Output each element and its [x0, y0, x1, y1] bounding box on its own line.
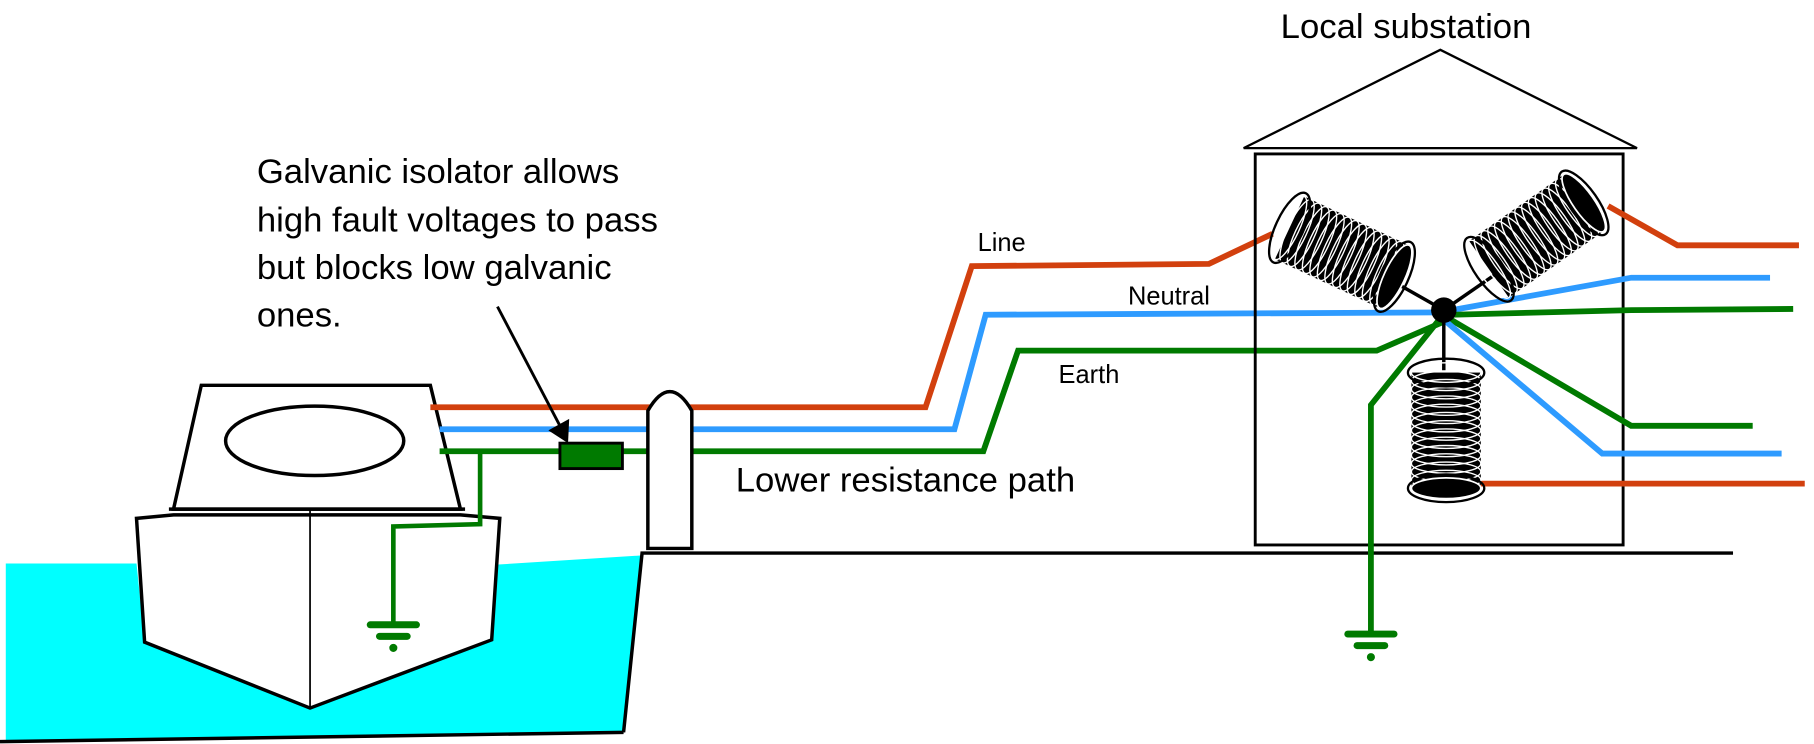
earth-output-wire [1451, 306, 1794, 318]
transformer-coil-icon [1463, 169, 1610, 303]
substation-title: Local substation [1281, 8, 1532, 46]
lower-resistance-path-label: Lower resistance path [736, 462, 1075, 500]
earth-down-wire [1368, 316, 1443, 635]
earth-wire [439, 319, 1445, 455]
substation-roof [1243, 48, 1638, 150]
ground-symbol-icon [366, 621, 420, 652]
line-label: Line [978, 229, 1026, 257]
note-line: Galvanic isolator allows [257, 153, 619, 191]
neutral-wire [439, 309, 1444, 433]
isolator-note: Galvanic isolator allows high fault volt… [257, 153, 658, 334]
boat-earth-wire [391, 451, 483, 625]
line-output-wire [1606, 203, 1799, 249]
cabin-window [223, 404, 406, 478]
boat [134, 383, 502, 710]
neutral-label: Neutral [1128, 282, 1210, 310]
pointer-arrow [496, 305, 562, 427]
shore-bottom [0, 730, 624, 744]
note-line: ones. [257, 296, 342, 334]
line-wire [430, 231, 1274, 411]
earth-label: Earth [1059, 361, 1120, 389]
water [5, 555, 643, 741]
galvanic-isolator-icon [558, 441, 624, 471]
note-line: but blocks low galvanic [257, 249, 612, 287]
note-line: high fault voltages to pass [257, 201, 658, 239]
bollard [646, 390, 694, 551]
transformer-coil-icon [1267, 191, 1417, 313]
earth-output-wire [1446, 315, 1753, 429]
boat-hull [134, 513, 502, 710]
transformer-coil-icon [1406, 357, 1486, 504]
pointer-arrowhead [548, 418, 570, 444]
neutral-output-wire [1444, 319, 1782, 457]
ground-symbol-icon [1344, 630, 1398, 662]
land-edge [621, 551, 1734, 733]
substation-building [1253, 152, 1625, 547]
star-point [1431, 297, 1457, 323]
